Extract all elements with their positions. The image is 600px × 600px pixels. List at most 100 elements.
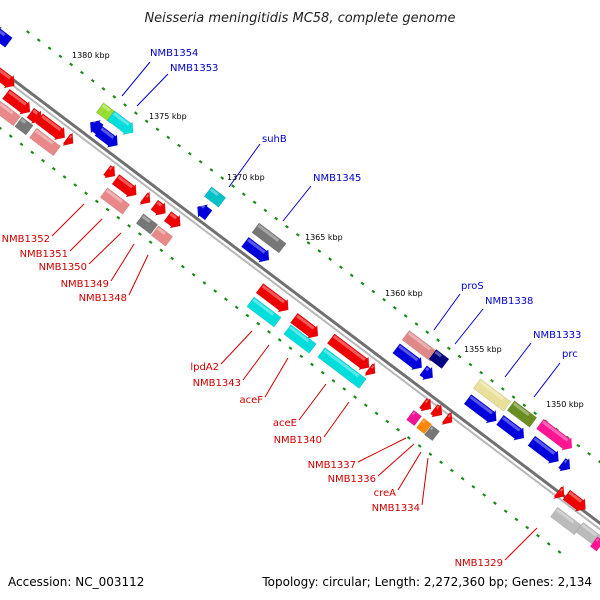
gene-arrow (416, 417, 432, 435)
gene-arrow (135, 213, 159, 235)
gene-arrow (99, 187, 131, 215)
gene-label-nmb1345[interactable]: NMB1345 (313, 173, 361, 184)
gene-arrow (553, 485, 565, 499)
tick-mark (482, 493, 487, 497)
gene-arrow (163, 211, 181, 229)
gene-label-nmb1333[interactable]: NMB1333 (533, 330, 581, 341)
gene-label-pros[interactable]: proS (461, 281, 484, 292)
tick-mark (382, 297, 387, 302)
tick-mark (331, 378, 336, 383)
tick-mark (338, 265, 343, 270)
label-leader-line (433, 293, 461, 331)
label-leader-line (377, 443, 415, 477)
label-leader-line (128, 254, 149, 296)
tick-mark (256, 321, 261, 326)
gene-arrow (14, 116, 34, 136)
gene-label-acee[interactable]: aceE (273, 418, 297, 429)
gene-label-nmb1353[interactable]: NMB1353 (170, 63, 218, 74)
tick-mark (267, 330, 271, 334)
gene-label-nmb1350[interactable]: NMB1350 (39, 262, 87, 273)
tick-mark (177, 143, 182, 148)
gene-label-nmb1354[interactable]: NMB1354 (150, 48, 198, 59)
tick-mark (30, 150, 35, 155)
tick-mark (58, 54, 63, 59)
tick-mark (137, 232, 142, 236)
gene-label-nmb1343[interactable]: NMB1343 (193, 378, 241, 389)
tick-mark (224, 297, 228, 302)
tick-mark (468, 362, 473, 367)
kbp-label-1380: 1380 kbp (72, 51, 110, 60)
gene-label-nmb1351[interactable]: NMB1351 (20, 249, 68, 260)
gene-arrow (29, 127, 61, 157)
tick-mark (245, 313, 250, 318)
gene-arrow (496, 414, 525, 441)
gene-arrow (106, 110, 134, 135)
tick-mark (546, 542, 551, 546)
label-leader-line (504, 527, 538, 561)
gene-label-prc[interactable]: prc (562, 349, 578, 360)
gene-label-lpda2[interactable]: lpdA2 (190, 362, 219, 373)
gene-label-nmb1352[interactable]: NMB1352 (2, 234, 50, 245)
tick-mark (69, 62, 74, 67)
tick-mark (274, 216, 279, 221)
label-leader-line (121, 61, 151, 97)
gene-arrow (463, 394, 497, 424)
tick-mark (500, 387, 505, 391)
position-ticks (0, 30, 600, 554)
gene-arrow (430, 403, 443, 418)
tick-mark (62, 175, 67, 179)
gene-label-nmb1336[interactable]: NMB1336 (328, 474, 376, 485)
label-leader-line (51, 203, 85, 237)
tick-mark (525, 525, 530, 530)
gene-label-nmb1334[interactable]: NMB1334 (372, 503, 420, 514)
tick-mark (101, 86, 106, 91)
tick-mark (385, 419, 390, 424)
gene-arrow (283, 324, 317, 354)
kbp-label-1360: 1360 kbp (385, 289, 423, 298)
tick-mark (406, 436, 411, 440)
tick-mark (116, 215, 121, 220)
tick-mark (159, 248, 164, 253)
gene-arrow (419, 397, 432, 412)
gene-label-nmb1348[interactable]: NMB1348 (79, 293, 127, 304)
gene-arrow (441, 411, 453, 425)
gene-arrow (2, 88, 31, 115)
tick-mark (112, 95, 117, 99)
gene-label-suhb[interactable]: suhB (262, 134, 287, 145)
label-leader-line (69, 218, 103, 252)
tick-mark (511, 395, 516, 399)
gene-label-nmb1340[interactable]: NMB1340 (274, 435, 322, 446)
tick-mark (492, 501, 497, 505)
tick-mark (299, 354, 304, 359)
tick-mark (360, 281, 365, 286)
gene-arrow (139, 191, 151, 205)
gene-label-nmb1349[interactable]: NMB1349 (61, 279, 109, 290)
tick-mark (392, 305, 397, 310)
gene-label-nmb1338[interactable]: NMB1338 (485, 296, 533, 307)
label-leader-line (88, 232, 122, 265)
label-leader-line (421, 457, 429, 506)
gene-arrow (326, 333, 370, 371)
tick-mark (460, 476, 465, 481)
tick-mark (449, 468, 454, 473)
kbp-label-1355: 1355 kbp (464, 345, 502, 354)
tick-mark (396, 427, 401, 432)
tick-mark (374, 411, 379, 416)
tick-mark (514, 517, 519, 522)
tick-mark (533, 411, 538, 416)
gene-arrow (527, 435, 559, 464)
tick-mark (187, 151, 192, 156)
gene-label-acef[interactable]: aceF (239, 395, 263, 406)
tick-mark (105, 207, 110, 212)
tick-mark (428, 452, 433, 457)
tick-mark (90, 78, 95, 83)
label-leader-line (533, 362, 561, 398)
accession-text: Accession: NC_003112 (8, 575, 144, 589)
gene-arrow (0, 65, 15, 89)
gene-arrow (428, 349, 450, 369)
gene-label-nmb1329[interactable]: NMB1329 (455, 558, 503, 569)
gene-label-nmb1337[interactable]: NMB1337 (308, 460, 356, 471)
gene-arrow (241, 236, 270, 263)
gene-label-crea[interactable]: creA (374, 488, 397, 499)
tick-mark (220, 176, 225, 180)
